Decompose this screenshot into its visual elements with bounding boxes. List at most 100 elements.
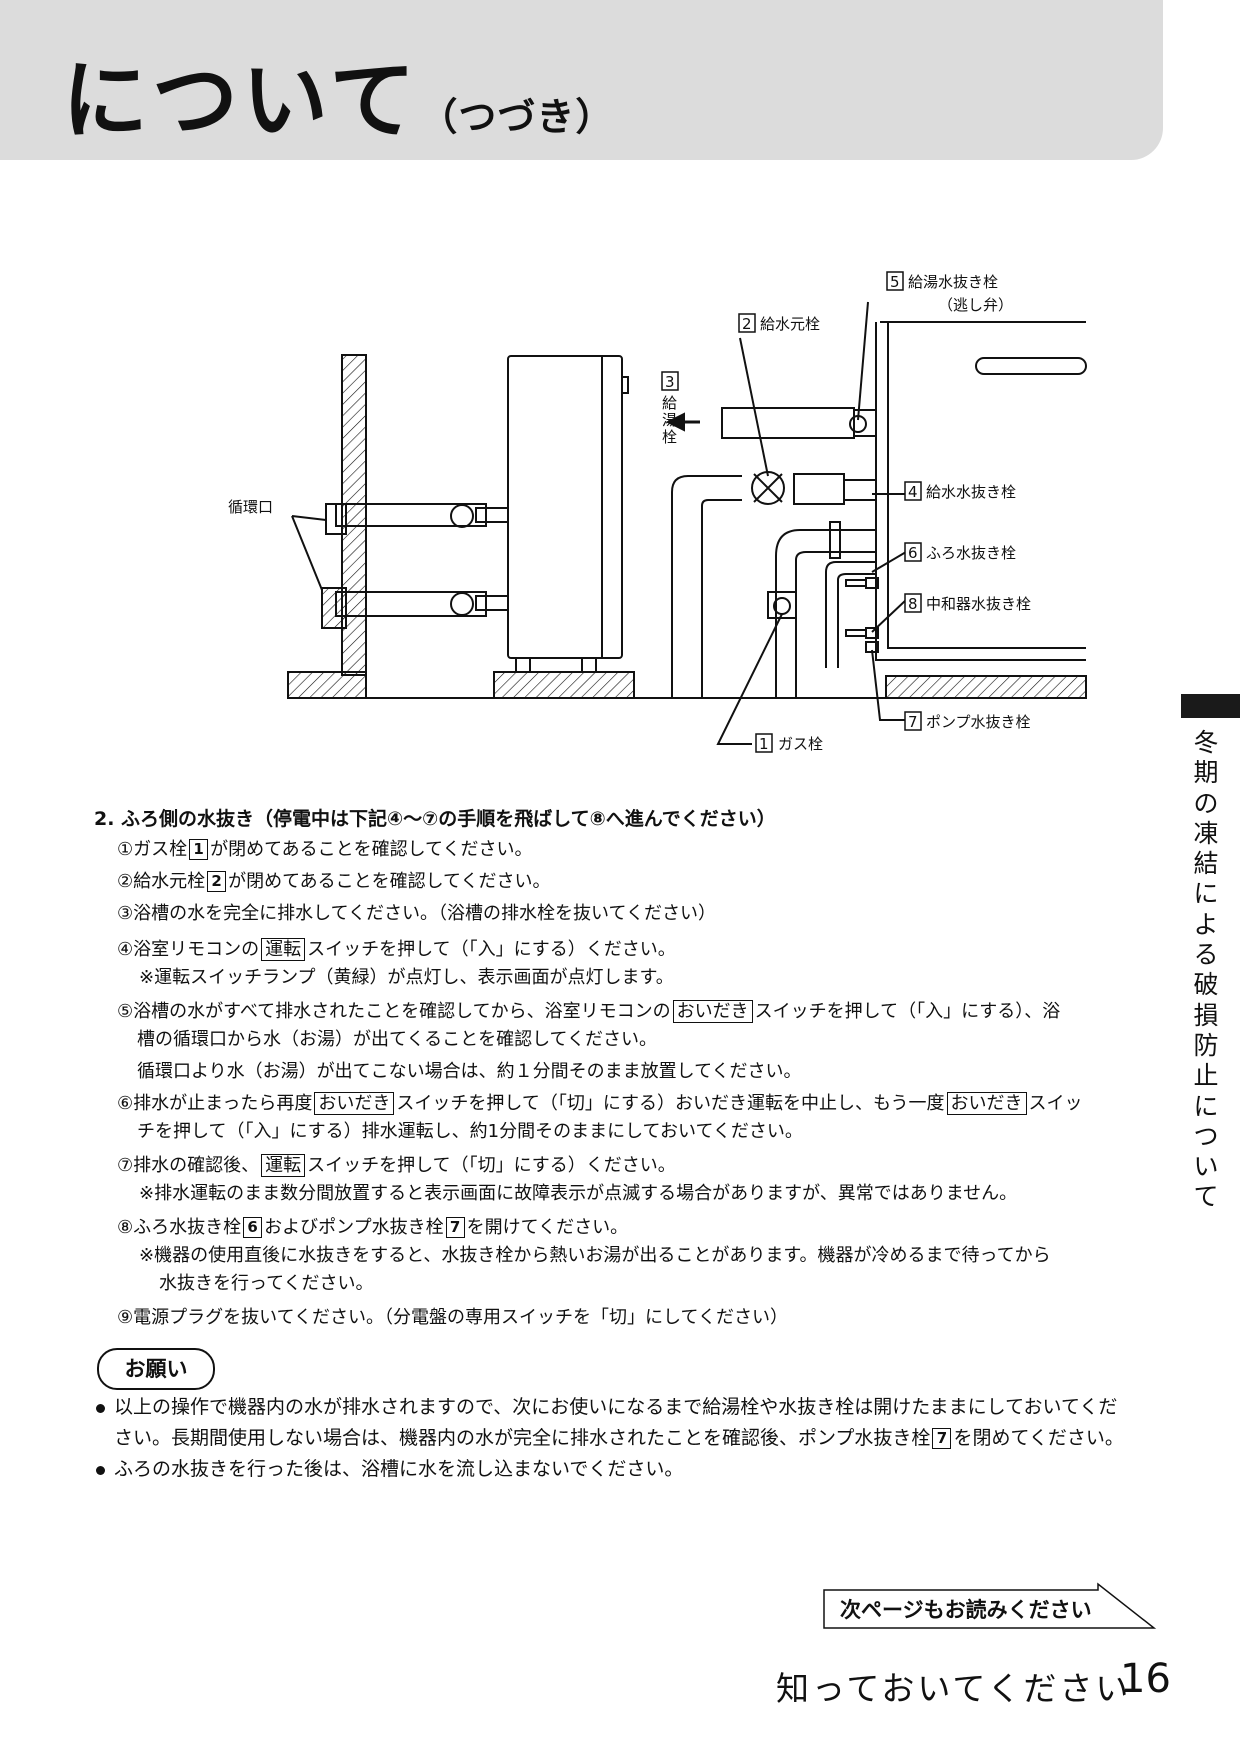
step-6: ⑥排水が止まったら再度おいだきスイッチを押して（「切」にする）おいだき運転を中止… [117, 1090, 1083, 1146]
step-7-note: ※排水運転のまま数分間放置すると表示画面に故障表示が点滅する場合がありますが、異… [139, 1183, 1018, 1204]
footer-section-name: 知っておいてください [776, 1669, 1132, 1708]
step-8-text-end: を開けてください。 [466, 1217, 629, 1238]
side-label-char: の [1193, 788, 1219, 818]
side-label-char: 破 [1193, 970, 1219, 1000]
water-supply-drain-valve-label: 給水水抜き栓 [926, 483, 1016, 501]
water-supply-main-valve-ref: 2 [207, 871, 227, 892]
side-label-char: 損 [1193, 1000, 1219, 1030]
step-5-text-end: スイッチを押して（「入」にする）、浴 [754, 1001, 1061, 1022]
step-8-note: ※機器の使用直後に水抜きをすると、水抜き栓から熱いお湯が出ることがあります。機器… [139, 1245, 1051, 1266]
step-8-note-line-2: 水抜きを行ってください。 [159, 1273, 374, 1294]
hot-water-valve-number: 3 [665, 373, 675, 391]
section-heading: 2. ふろ側の水抜き（停電中は下記④〜⑦の手順を飛ばして⑧へ進んでください） [94, 808, 776, 830]
step-4: ④浴室リモコンの運転スイッチを押して（「入」にする）ください。 ※運転スイッチラ… [117, 936, 676, 992]
request-bullet-1-text: さい。長期間使用しない場合は、機器内の水が完全に排水されたことを確認後、ポンプ水… [114, 1427, 931, 1449]
water-supply-main-valve-label: 給水元栓 [760, 315, 820, 333]
request-bullets: 以上の操作で機器内の水が排水されますので、次にお使いになるまで給湯栓や水抜き栓は… [94, 1392, 1124, 1485]
side-label-char: よ [1193, 909, 1219, 939]
reheat-switch-key: おいだき [314, 1092, 395, 1115]
request-bullet-2-text: ふろの水抜きを行った後は、浴槽に水を流し込まないでください。 [114, 1458, 684, 1480]
step-6-line-2: チを押して（「入」にする）排水運転し、約1分間そのままにしておいてください。 [137, 1121, 803, 1142]
side-label-char: る [1193, 940, 1219, 970]
side-label-char: に [1193, 1091, 1219, 1121]
gas-valve-number: 1 [759, 735, 769, 753]
step-2-text: ②給水元栓 [117, 871, 206, 892]
step-8-text: ⑧ふろ水抜き栓 [117, 1217, 242, 1238]
step-3-text: ③浴槽の水を完全に排水してください。（浴槽の排水栓を抜いてください） [117, 903, 716, 924]
bathtub [887, 322, 1086, 649]
step-7-text: ⑦排水の確認後、 [117, 1155, 260, 1176]
hot-water-pipe [721, 407, 855, 439]
step-4-text: ④浴室リモコンの [117, 939, 260, 960]
request-bullet-2: ふろの水抜きを行った後は、浴槽に水を流し込まないでください。 [94, 1454, 1124, 1485]
hot-water-valve-char-2: 湯 [662, 411, 677, 429]
step-5-line-3: 循環口より水（お湯）が出てこない場合は、約１分間そのまま放置してください。 [137, 1061, 802, 1082]
side-label-char: 防 [1193, 1030, 1219, 1060]
pump-drain-valve-ref: 7 [445, 1217, 465, 1238]
diagram-labels: 5 給湯水抜き栓 （逃し弁） 2 給水元栓 3 給 湯 栓 循環口 4 給水水抜… [228, 273, 1031, 753]
pump-drain-valve-number: 7 [908, 713, 918, 731]
step-9-text: ⑨電源プラグを抜いてください。（分電盤の専用スイッチを「切」にしてください） [117, 1307, 788, 1328]
neutralizer-drain-valve-label: 中和器水抜き栓 [926, 595, 1031, 613]
pump-drain-valve-label: ポンプ水抜き栓 [926, 713, 1031, 731]
floor-heater-base [493, 671, 635, 699]
floor-right [885, 675, 1087, 699]
request-badge: お願い [97, 1348, 215, 1390]
side-label-char: 止 [1193, 1061, 1219, 1091]
bath-drain-valve-ref: 6 [243, 1217, 263, 1238]
bullet-dot [96, 1466, 105, 1475]
reheat-switch-key: おいだき [946, 1092, 1027, 1115]
floor-left [287, 671, 367, 699]
step-8-text-mid: およびポンプ水抜き栓 [264, 1217, 444, 1238]
step-5: ⑤浴槽の水がすべて排水されたことを確認してから、浴室リモコンのおいだきスイッチを… [117, 998, 1060, 1086]
request-bullet-1-line-2: さい。長期間使用しない場合は、機器内の水が完全に排水されたことを確認後、ポンプ水… [114, 1423, 1124, 1454]
step-6-text-end: スイッ [1028, 1093, 1083, 1114]
step-7: ⑦排水の確認後、運転スイッチを押して（「切」にする）ください。 ※排水運転のまま… [117, 1152, 1017, 1208]
step-5-line-2: 槽の循環口から水（お湯）が出てくることを確認してください。 [137, 1029, 658, 1050]
page-title-suffix: （つづき） [419, 95, 615, 139]
side-label-char: 期 [1193, 758, 1219, 788]
step-6-text-mid: スイッチを押して（「切」にする）おいだき運転を中止し、もう一度 [396, 1093, 945, 1114]
hot-water-valve-char-1: 給 [662, 394, 677, 412]
hot-water-drain-valve-number: 5 [890, 273, 900, 291]
bullet-dot [96, 1404, 105, 1413]
header-band [0, 0, 1163, 160]
gas-valve-ref: 1 [189, 839, 209, 860]
reheat-switch-key: おいだき [672, 1000, 753, 1023]
water-heater [507, 355, 623, 659]
page-title-main: について [62, 51, 420, 151]
side-tab-label: 冬 期 の 凍 結 に よ る 破 損 防 止 に つ い て [1184, 728, 1228, 1213]
side-label-char: に [1193, 879, 1219, 909]
hot-water-drain-valve-label: 給湯水抜き栓 [908, 273, 998, 291]
step-9: ⑨電源プラグを抜いてください。（分電盤の専用スイッチを「切」にしてください） [117, 1304, 788, 1332]
bath-drain-valve-number: 6 [908, 544, 918, 562]
next-page-arrow [823, 1582, 1157, 1629]
step-2-text-end: が閉めてあることを確認してください。 [228, 871, 551, 892]
hot-water-valve-char-3: 栓 [662, 428, 677, 446]
step-3: ③浴槽の水を完全に排水してください。（浴槽の排水栓を抜いてください） [117, 900, 716, 928]
bath-drain-valve-label: ふろ水抜き栓 [926, 544, 1016, 562]
gas-valve-label: ガス栓 [778, 735, 823, 753]
request-bullet-1: 以上の操作で機器内の水が排水されますので、次にお使いになるまで給湯栓や水抜き栓は… [94, 1392, 1124, 1454]
side-label-char: つ [1193, 1121, 1219, 1151]
step-4-text-end: スイッチを押して（「入」にする）ください。 [307, 939, 676, 960]
side-label-char: て [1193, 1182, 1219, 1212]
side-label-char: 凍 [1193, 818, 1219, 848]
water-supply-main-valve-number: 2 [742, 315, 752, 333]
side-label-char: い [1193, 1152, 1219, 1182]
circulation-port-label: 循環口 [228, 498, 273, 516]
request-bullet-1-line-1: 以上の操作で機器内の水が排水されますので、次にお使いになるまで給湯栓や水抜き栓は… [114, 1396, 1118, 1418]
pump-drain-valve-ref: 7 [932, 1428, 952, 1449]
neutralizer-drain-valve-number: 8 [908, 595, 918, 613]
step-1-text-end: が閉めてあることを確認してください。 [210, 839, 533, 860]
step-1-text: ①ガス栓 [117, 839, 188, 860]
drain-valve-diagram: 5 給湯水抜き栓 （逃し弁） 2 給水元栓 3 給 湯 栓 循環口 4 給水水抜… [228, 271, 1087, 753]
run-switch-key: 運転 [261, 1154, 306, 1177]
page-title: について（つづき） [62, 58, 614, 144]
step-6-text: ⑥排水が止まったら再度 [117, 1093, 313, 1114]
request-bullet-1-text-end: を閉めてください。 [953, 1427, 1124, 1449]
page-number: 16 [1120, 1656, 1171, 1702]
